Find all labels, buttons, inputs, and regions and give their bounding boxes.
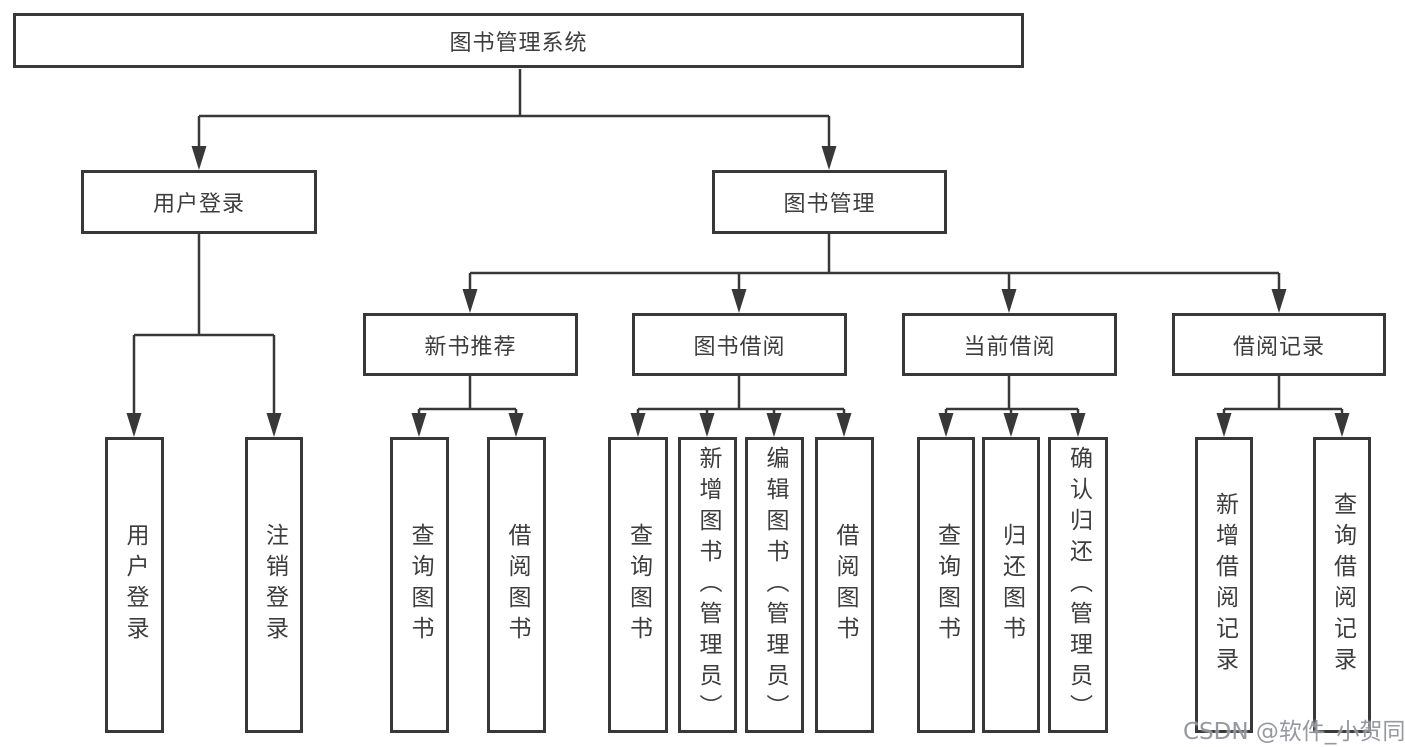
node-new-book-recommend: 新书推荐 [363,313,578,376]
node-label: 查询图书 [625,523,652,647]
node-label: 注销登录 [261,523,288,647]
leaf-user-login: 用户登录 [105,437,164,733]
node-borrow-records: 借阅记录 [1172,313,1386,376]
node-label: 编辑图书（管理员） [762,445,788,725]
node-label: 用户登录 [122,523,148,647]
node-label: 新增图书（管理员） [695,445,721,725]
node-book-management: 图书管理 [712,170,947,234]
leaf-logout: 注销登录 [245,437,303,733]
leaf-borrow-books-2: 借阅图书 [815,437,874,733]
node-current-borrowing: 当前借阅 [902,313,1117,376]
node-label: 用户登录 [152,192,245,217]
leaf-query-books-1: 查询图书 [390,437,449,733]
leaf-confirm-return-admin: 确认归还（管理员） [1048,437,1108,733]
node-label: 图书管理 [783,192,876,217]
node-user-login: 用户登录 [81,170,317,234]
leaf-add-book-admin: 新增图书（管理员） [678,437,737,733]
leaf-return-book: 归还图书 [982,437,1040,733]
node-label: 新增借阅记录 [1211,492,1238,678]
node-label: 新书推荐 [424,334,517,360]
node-label: 查询图书 [933,523,960,647]
node-label: 借阅记录 [1232,334,1325,360]
node-label: 查询图书 [407,523,433,647]
node-label: 当前借阅 [963,334,1056,360]
leaf-query-books-2: 查询图书 [608,437,668,733]
node-book-borrowing: 图书借阅 [632,313,847,376]
watermark: CSDN @软件_小贺同学 [1183,719,1405,745]
node-label: 图书管理系统 [449,30,588,56]
node-label: 确认归还（管理员） [1065,445,1092,725]
node-label: 图书借阅 [693,334,786,360]
leaf-query-borrow-record: 查询借阅记录 [1313,437,1371,733]
node-label: 查询借阅记录 [1329,492,1356,678]
leaf-edit-book-admin: 编辑图书（管理员） [745,437,804,733]
tree-connector-lines [132,69,1344,433]
node-label: 借阅图书 [504,523,530,647]
tree-arrowheads [126,146,1350,437]
node-label: 借阅图书 [832,523,858,647]
leaf-add-borrow-record: 新增借阅记录 [1195,437,1253,733]
node-library-system: 图书管理系统 [13,13,1024,68]
leaf-borrow-books-1: 借阅图书 [487,437,546,733]
leaf-query-books-3: 查询图书 [917,437,975,733]
node-label: 归还图书 [998,523,1025,647]
